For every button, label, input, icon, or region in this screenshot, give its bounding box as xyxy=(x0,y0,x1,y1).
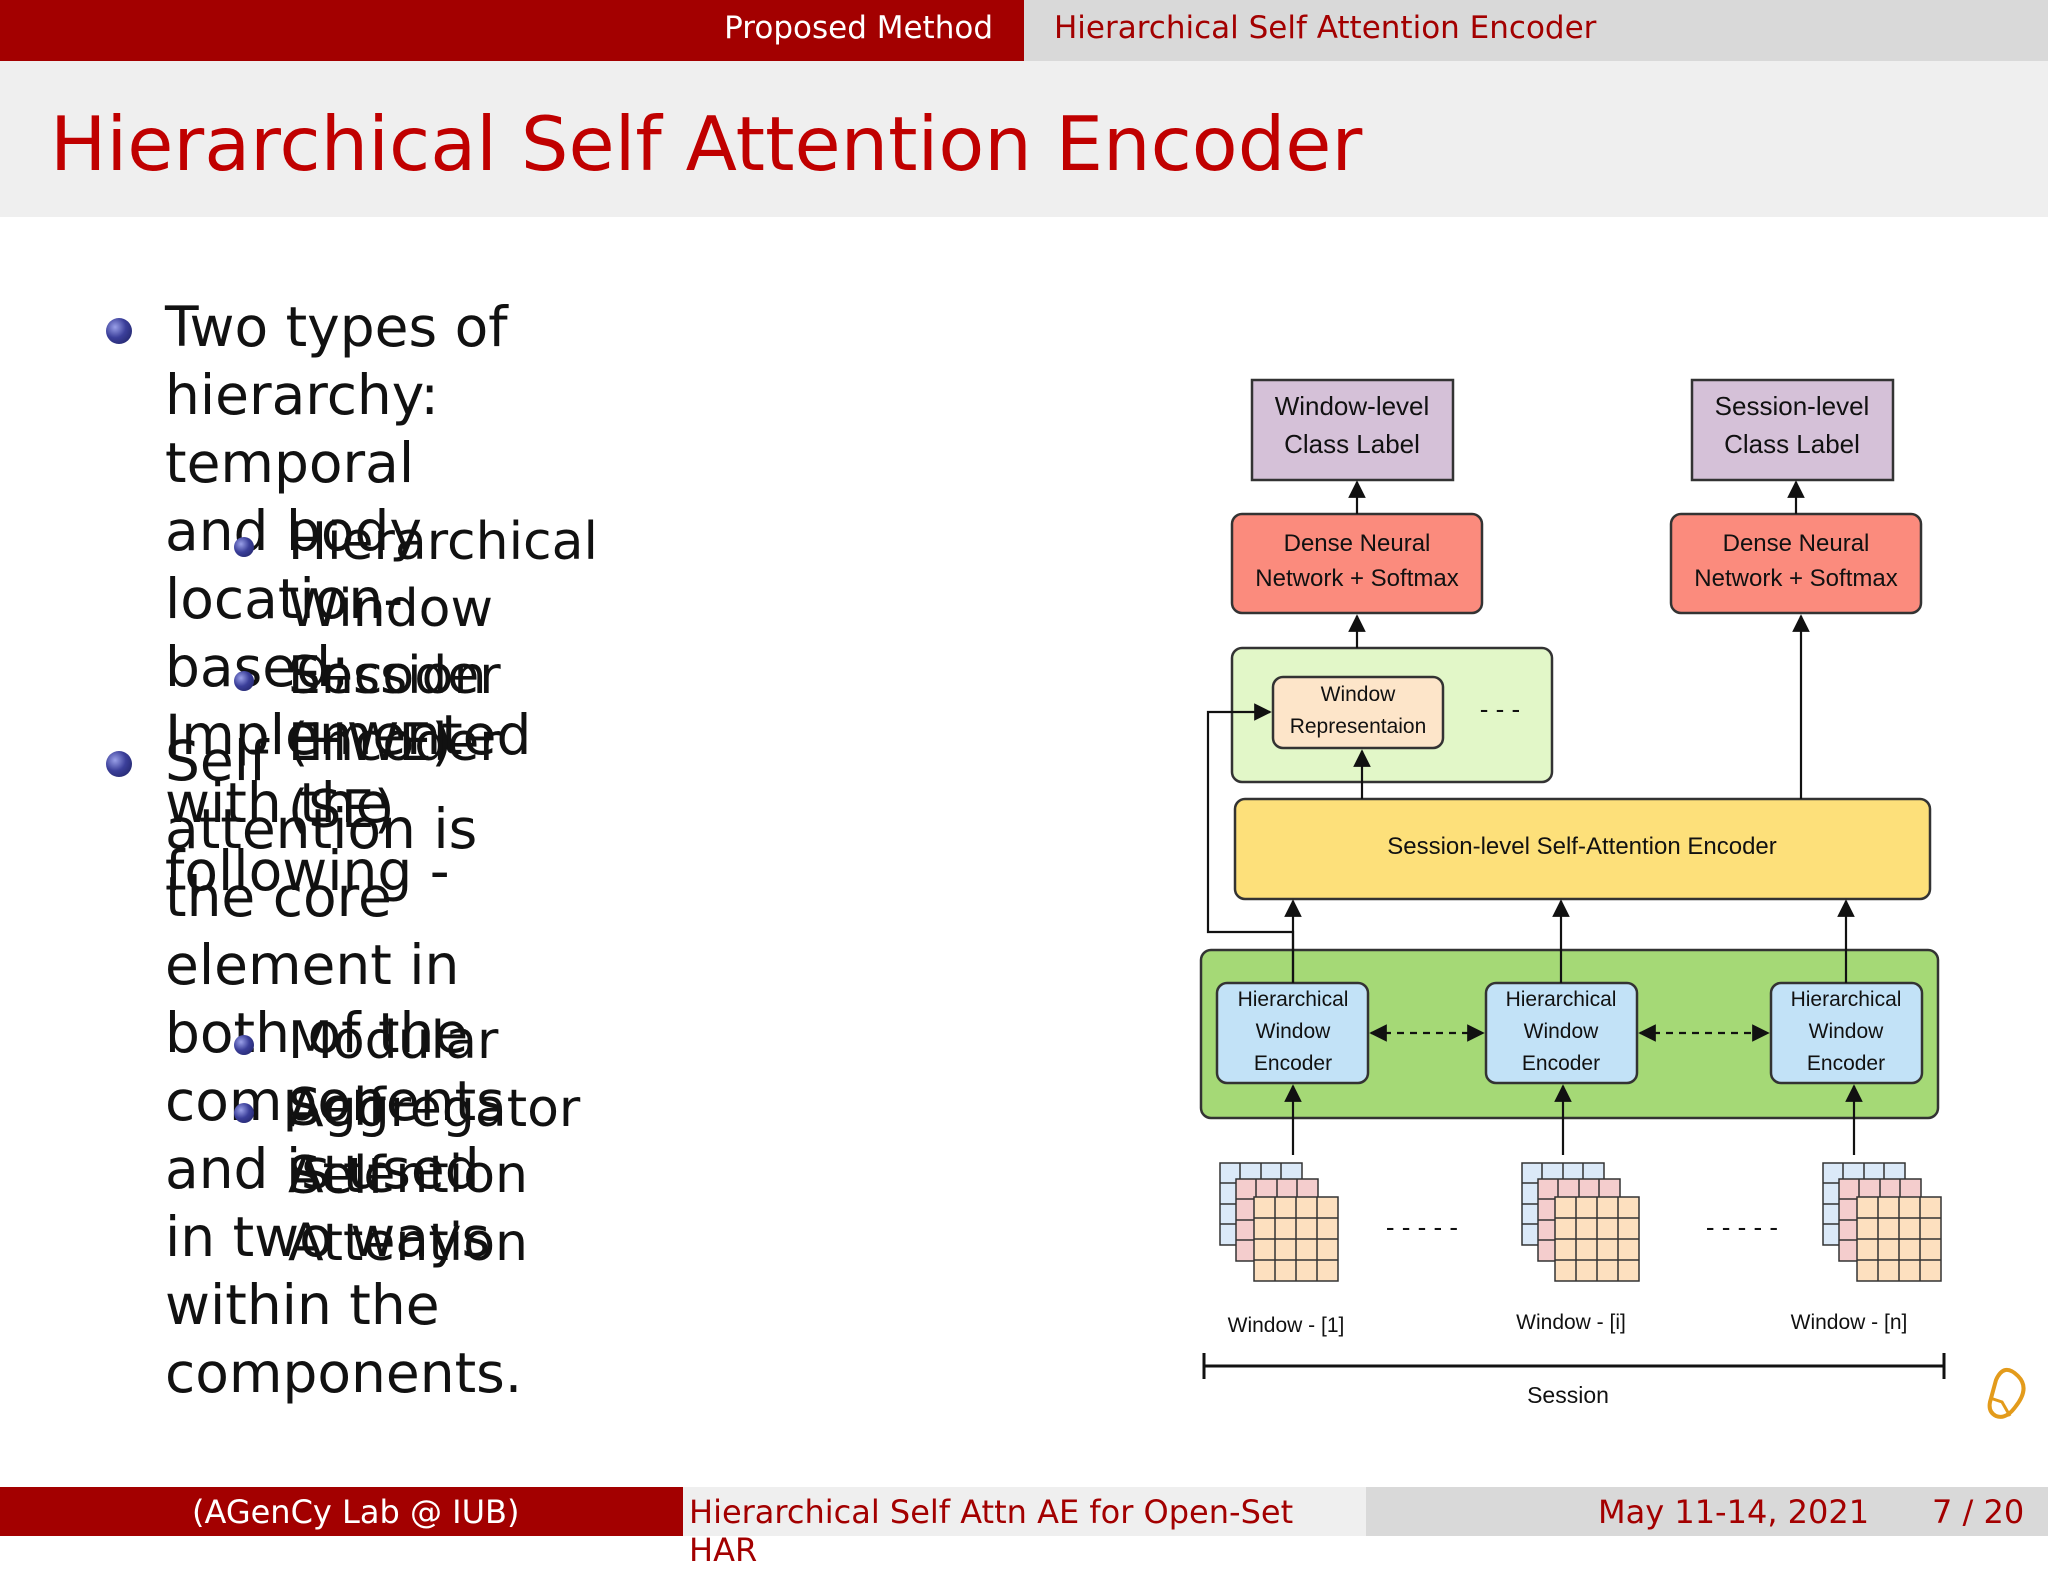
sub-bullet-modular: Modular Self Attention xyxy=(288,1008,528,1209)
hwe-i-line-1: Hierarchical xyxy=(1506,988,1617,1011)
dense-left-line-1: Dense Neural xyxy=(1284,530,1431,557)
window-label-i: Window - [i] xyxy=(1516,1311,1626,1334)
window-grid-n xyxy=(1822,1162,1942,1282)
window-grid-1 xyxy=(1219,1162,1339,1282)
sub-bullet-hwe-line-2: (HWE) xyxy=(288,713,452,773)
hwe-n-line-1: Hierarchical xyxy=(1791,988,1902,1011)
window-rep-line-1: Window xyxy=(1321,683,1397,706)
sub-bullet-modular-line: Modular Self Attention xyxy=(288,1011,528,1205)
sub-bullet-hwe: Hierarchical Window Encoder (HWE) xyxy=(288,509,598,777)
dense-right-line-1: Dense Neural xyxy=(1723,530,1870,557)
sub-bullet-aggregator-line: Aggregator Self Attention xyxy=(288,1079,581,1273)
sub-bullet-hwe-line-1: Hierarchical Window Encoder xyxy=(288,512,598,706)
dense-softmax-right-box xyxy=(1669,512,1923,615)
bullet-marker xyxy=(106,751,132,777)
hwe-1-line-3: Encoder xyxy=(1254,1052,1332,1075)
subsection-tab[interactable]: Hierarchical Self Attention Encoder xyxy=(1024,0,2048,61)
footer-title-panel: Hierarchical Self Attn AE for Open-Set H… xyxy=(683,1487,1366,1569)
window-label-1: Window - [1] xyxy=(1228,1314,1345,1337)
window-rep-line-2: Representaion xyxy=(1290,715,1427,738)
hwe-1-line-1: Hierarchical xyxy=(1238,988,1349,1011)
footer-page-number: 7 / 20 xyxy=(1932,1493,2025,1531)
sub-bullet-marker xyxy=(234,1103,254,1123)
arrow-hwe1-to-window-rep xyxy=(1206,703,1295,983)
bullet-1: Two types of hierarchy: temporal and bod… xyxy=(165,293,531,905)
session-class-label-box xyxy=(1690,378,1895,482)
bullet-1-line-1: Two types of hierarchy: temporal xyxy=(165,295,508,495)
window-class-label-line-2: Class Label xyxy=(1284,429,1420,459)
bullet-2-line-1: Self attention is the core element in xyxy=(165,729,478,997)
university-logo-icon xyxy=(1987,1368,2026,1419)
footer-date: May 11-14, 2021 xyxy=(1598,1493,1870,1531)
title-bar: Hierarchical Self Attention Encoder xyxy=(0,61,2048,217)
dense-softmax-left-box xyxy=(1230,512,1484,615)
hwe-n-line-3: Encoder xyxy=(1807,1052,1885,1075)
sub-bullet-marker xyxy=(234,1035,254,1055)
window-representation-box xyxy=(1271,675,1445,750)
session-encoder-label: Session-level Self-Attention Encoder xyxy=(1387,833,1777,860)
window-class-label-line-1: Window-level xyxy=(1275,391,1430,421)
session-class-label-line-2: Class Label xyxy=(1724,429,1860,459)
bullet-1-line-3: Implemented with the following - xyxy=(165,703,532,903)
architecture-diagram: Window-level Class Label Session-level C… xyxy=(1199,378,2026,1419)
hwe-1-line-2: Window xyxy=(1256,1020,1332,1043)
footer-info-panel: May 11-14, 2021 7 / 20 xyxy=(1366,1487,2048,1536)
subsection-label: Hierarchical Self Attention Encoder xyxy=(1054,10,1597,46)
session-span-line xyxy=(1202,1353,1946,1379)
session-encoder-box xyxy=(1233,797,1932,901)
bullet-marker xyxy=(106,318,132,344)
footer-institution: (AGenCy Lab @ IUB) xyxy=(192,1493,520,1531)
session-class-label-line-1: Session-level xyxy=(1715,391,1870,421)
bullet-1-line-2: and body location-based; xyxy=(165,499,422,699)
section-label: Proposed Method xyxy=(724,10,993,46)
window-class-label-box xyxy=(1250,378,1455,482)
window-label-n: Window - [n] xyxy=(1791,1311,1908,1334)
sub-bullet-se: Session Encoder (SE) xyxy=(288,643,501,844)
hwe-i-line-2: Window xyxy=(1524,1020,1600,1043)
bullet-2-line-2: both of the components and is used xyxy=(165,1001,505,1201)
hwe-i-line-3: Encoder xyxy=(1522,1052,1600,1075)
footer-bar: (AGenCy Lab @ IUB) Hierarchical Self Att… xyxy=(0,1487,2048,1569)
window-rep-ellipsis: - - - xyxy=(1480,694,1520,724)
window-ellipsis-left: - - - - - xyxy=(1386,1212,1458,1242)
dense-left-line-2: Network + Softmax xyxy=(1255,565,1458,592)
bullet-2-line-3: in two ways within the components. xyxy=(165,1205,523,1405)
footer-short-title: Hierarchical Self Attn AE for Open-Set H… xyxy=(689,1493,1294,1569)
sub-bullet-marker xyxy=(234,671,254,691)
dense-right-line-2: Network + Softmax xyxy=(1694,565,1897,592)
bullet-2: Self attention is the core element in bo… xyxy=(165,727,522,1407)
session-label: Session xyxy=(1527,1382,1609,1408)
slide-title: Hierarchical Self Attention Encoder xyxy=(50,100,1363,188)
section-tab[interactable]: Proposed Method xyxy=(0,0,1024,61)
sub-bullet-aggregator: Aggregator Self Attention xyxy=(288,1076,580,1277)
window-ellipsis-right: - - - - - xyxy=(1706,1212,1778,1242)
hwe-n-line-2: Window xyxy=(1809,1020,1885,1043)
window-grid-i xyxy=(1521,1162,1640,1282)
footer-institution-panel: (AGenCy Lab @ IUB) xyxy=(0,1487,683,1536)
sub-bullet-marker xyxy=(234,537,254,557)
sub-bullet-se-line-1: Session Encoder (SE) xyxy=(288,646,501,840)
top-navigation-bar: Proposed Method Hierarchical Self Attent… xyxy=(0,0,2048,61)
